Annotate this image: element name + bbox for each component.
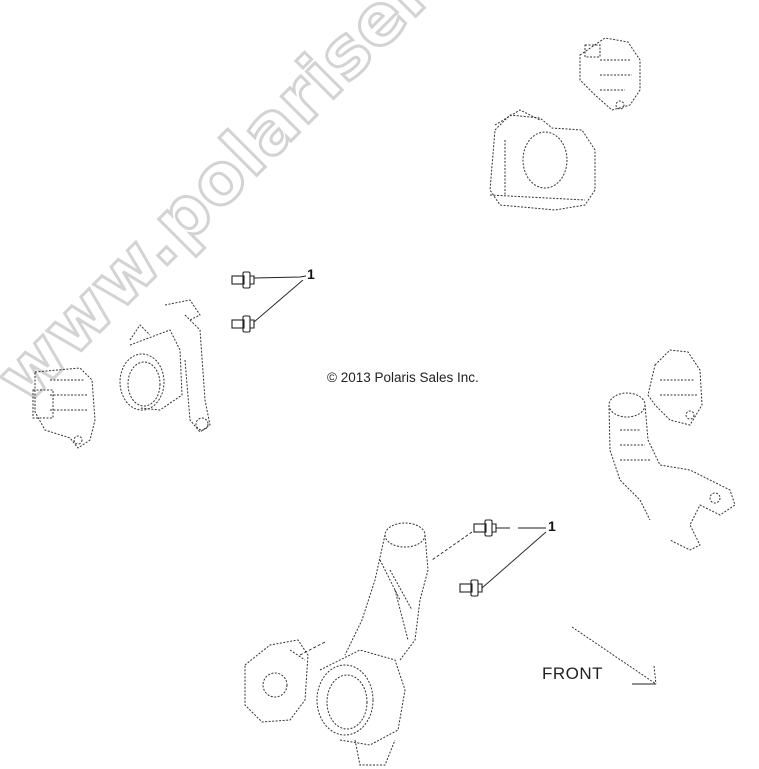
bolt-icon bbox=[459, 579, 483, 597]
callout-number: 1 bbox=[307, 266, 315, 282]
callout-number: 1 bbox=[548, 518, 556, 534]
front-direction-label: FRONT bbox=[542, 664, 604, 683]
caliper-bottom-icon bbox=[244, 639, 309, 723]
bolts bbox=[231, 271, 497, 597]
steering-knuckle-bottom-icon bbox=[316, 522, 429, 766]
bearing-carrier-left-icon bbox=[119, 299, 211, 433]
steering-knuckle-right-icon bbox=[608, 392, 736, 551]
caliper-mid-right-icon bbox=[647, 349, 703, 426]
bearing-carrier-top-right-icon bbox=[489, 109, 596, 211]
bolt-icon bbox=[231, 315, 255, 333]
leader-lines bbox=[253, 275, 657, 685]
caliper-top-right-icon bbox=[579, 37, 641, 111]
bolt-icon bbox=[473, 519, 497, 537]
bolt-icon bbox=[231, 271, 255, 289]
caliper-left-icon bbox=[32, 367, 96, 449]
copyright-text: © 2013 Polaris Sales Inc. bbox=[327, 370, 479, 385]
